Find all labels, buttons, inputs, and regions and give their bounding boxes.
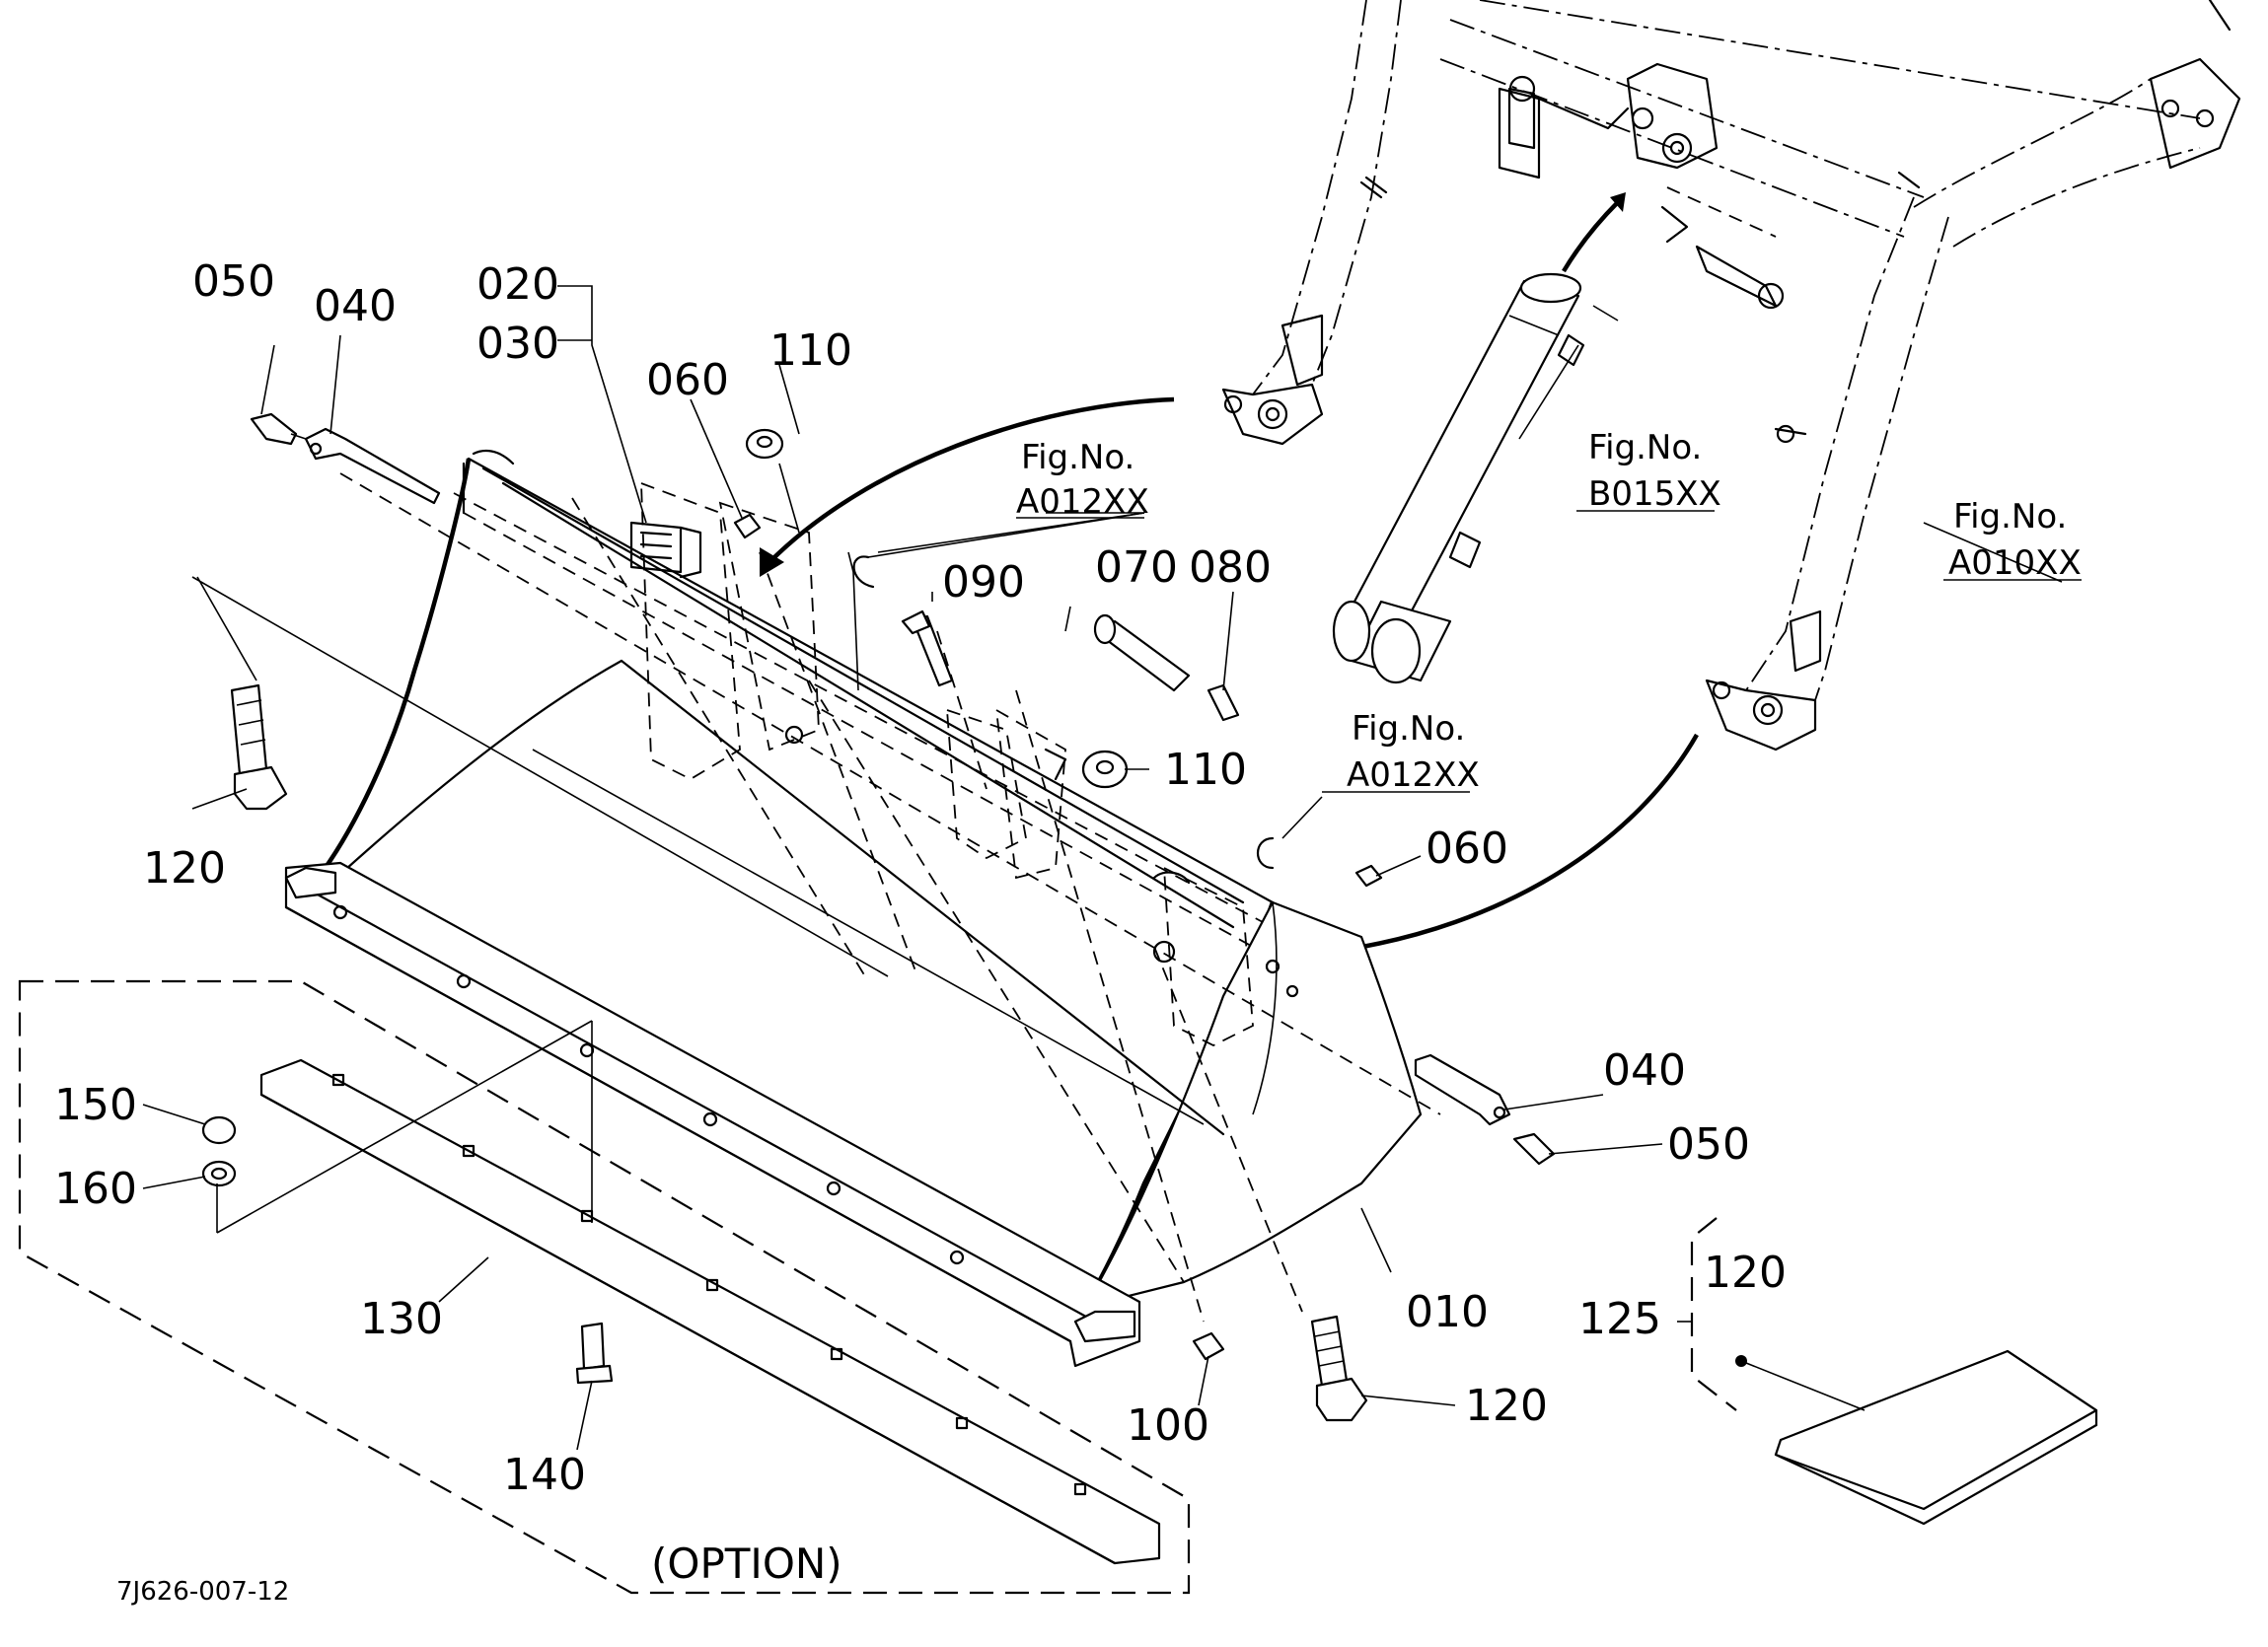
label-010: 010 <box>1406 1287 1489 1337</box>
fig-ref-a012-upper: Fig.No. A012XX <box>1016 438 1149 522</box>
svg-text:B015XX: B015XX <box>1588 474 1721 514</box>
label-020: 020 <box>476 259 559 310</box>
blade-holes <box>331 1073 1087 1496</box>
fig-ref-b015: Fig.No. B015XX <box>1576 428 1721 514</box>
cutting-edge-holes <box>332 904 965 1265</box>
label-110-mid: 110 <box>1164 745 1247 795</box>
svg-text:A010XX: A010XX <box>1948 543 2082 583</box>
fig-ref-a012-lower: Fig.No. A012XX <box>1322 709 1480 795</box>
loose-parts <box>201 412 1556 1422</box>
figure-references: Fig.No. A012XX Fig.No. A012XX Fig.No. B0… <box>1016 428 2082 795</box>
svg-text:Fig.No.: Fig.No. <box>1021 438 1134 477</box>
bucket-body <box>284 449 1441 1368</box>
label-100: 100 <box>1127 1400 1209 1451</box>
svg-text:A012XX: A012XX <box>1347 755 1480 795</box>
label-040-left: 040 <box>314 281 397 331</box>
option-boundary <box>18 979 1191 1595</box>
label-090: 090 <box>942 557 1025 608</box>
label-160: 160 <box>54 1164 137 1214</box>
leader-lines <box>142 285 2063 1451</box>
option-group <box>18 979 1191 1595</box>
label-125: 125 <box>1578 1294 1661 1344</box>
hydraulic-cylinder <box>1332 272 1619 684</box>
label-050-left: 050 <box>192 256 275 307</box>
label-110-top: 110 <box>769 325 852 376</box>
drawing-number: 7J626-007-12 <box>116 1577 289 1607</box>
operator-manual <box>1690 1217 2098 1526</box>
label-050-right: 050 <box>1667 1119 1750 1170</box>
svg-text:Fig.No.: Fig.No. <box>1352 709 1465 749</box>
part-labels: 050 040 020 030 060 110 070 080 090 110 … <box>54 256 1787 1500</box>
label-080: 080 <box>1189 542 1272 593</box>
label-140: 140 <box>503 1450 586 1500</box>
label-070: 070 <box>1095 542 1178 593</box>
svg-text:A012XX: A012XX <box>1016 482 1149 522</box>
label-150: 150 <box>54 1080 137 1130</box>
loader-arm-assembly <box>1221 0 2241 752</box>
label-040-right: 040 <box>1603 1045 1686 1096</box>
label-030: 030 <box>476 319 559 369</box>
label-060-top: 060 <box>646 355 729 405</box>
option-label: (OPTION) <box>651 1540 842 1588</box>
label-060-right: 060 <box>1426 824 1508 874</box>
svg-text:Fig.No.: Fig.No. <box>1953 497 2067 537</box>
fig-ref-a010: Fig.No. A010XX <box>1943 497 2082 583</box>
label-120-manual: 120 <box>1704 1248 1787 1298</box>
label-120-left: 120 <box>143 843 226 894</box>
svg-text:Fig.No.: Fig.No. <box>1588 428 1702 467</box>
label-130: 130 <box>360 1294 443 1344</box>
manual-book <box>1774 1349 2098 1511</box>
label-120-bottom: 120 <box>1465 1381 1548 1431</box>
